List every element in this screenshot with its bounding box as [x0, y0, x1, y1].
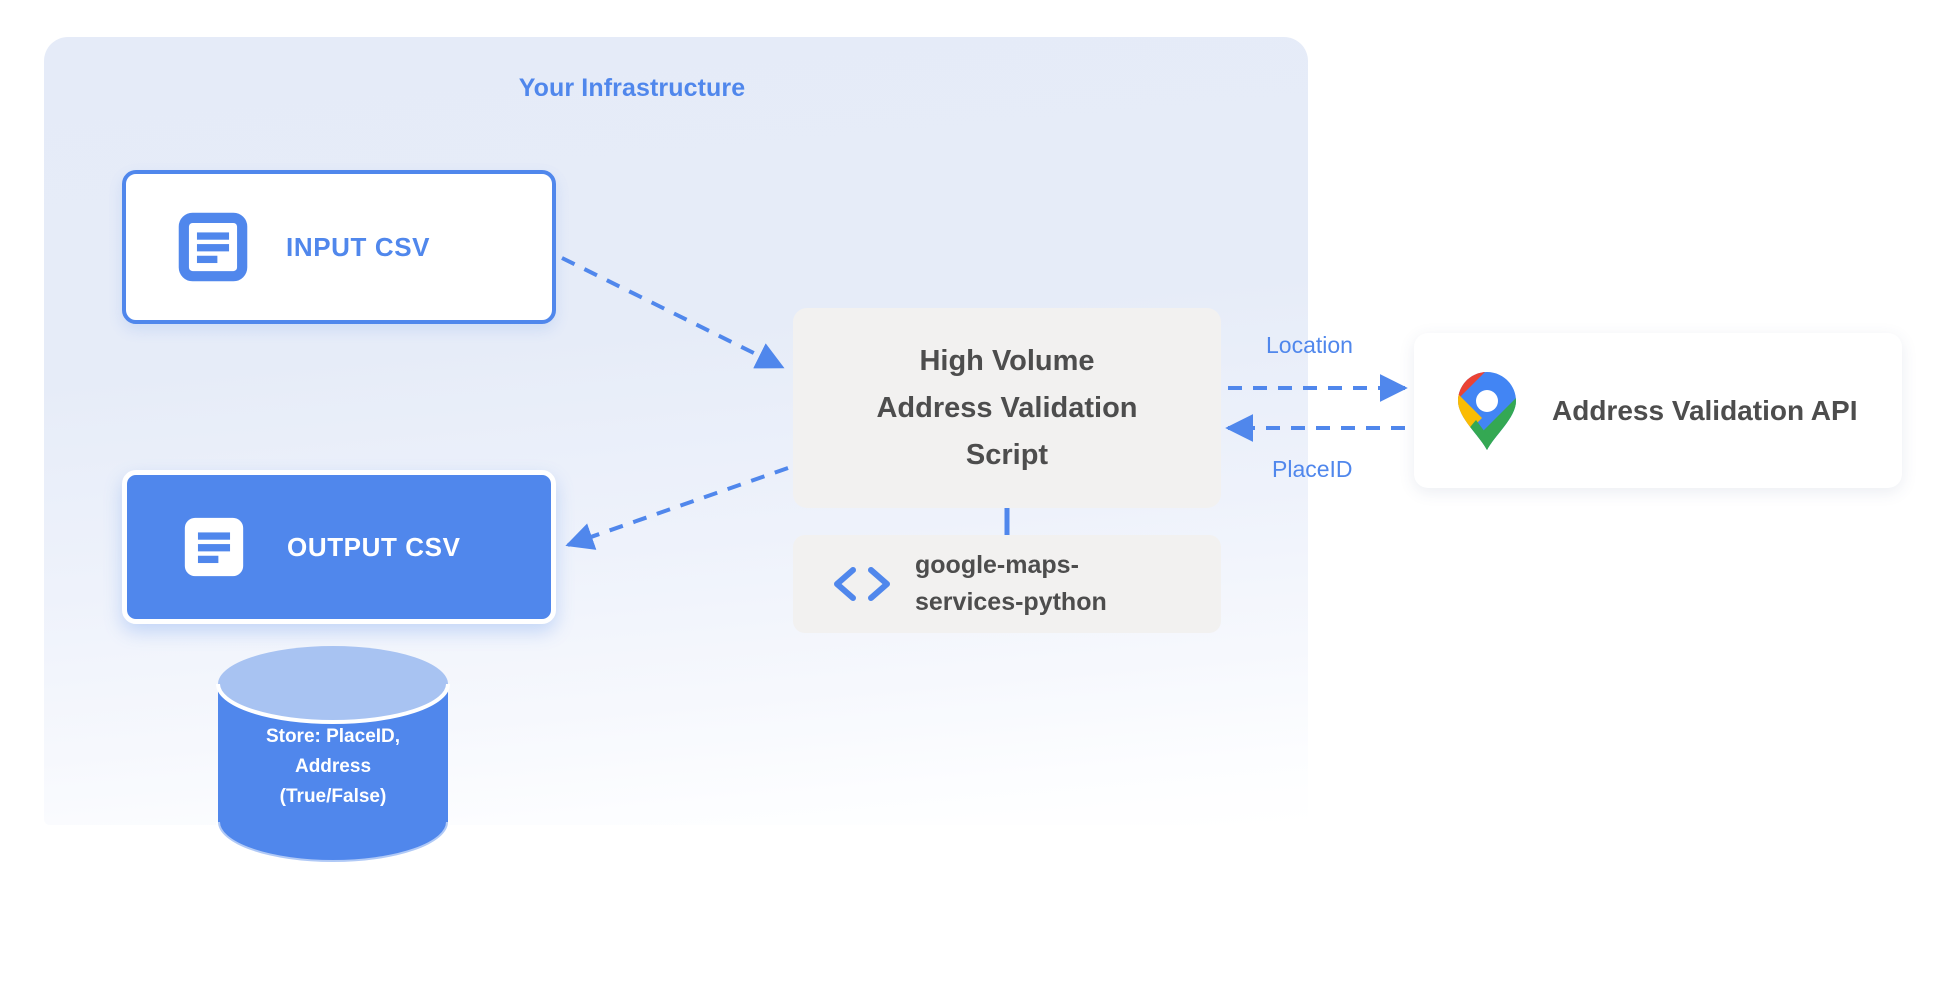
output-csv-card[interactable]: OUTPUT CSV	[122, 470, 556, 624]
script-line-2: Address Validation	[876, 391, 1138, 424]
script-line-3: Script	[965, 438, 1049, 471]
document-icon	[184, 517, 244, 577]
edge-label-location: Location	[1266, 332, 1353, 358]
infrastructure-title: Your Infrastructure	[518, 74, 746, 102]
database-text: Store: PlaceID, Address (True/False)	[212, 722, 454, 812]
document-icon	[178, 212, 248, 282]
input-csv-card[interactable]: INPUT CSV	[122, 170, 556, 324]
input-csv-label: INPUT CSV	[286, 231, 431, 262]
library-node[interactable]: google-maps- services-python	[793, 535, 1221, 633]
script-line-1: High Volume	[919, 344, 1095, 377]
library-line-2: services-python	[915, 588, 1107, 616]
database-node[interactable]: Store: PlaceID, Address (True/False)	[212, 644, 454, 862]
address-validation-api-card[interactable]: Address Validation API	[1414, 333, 1902, 488]
script-text: High Volume Address Validation Script	[876, 338, 1137, 479]
database-cylinder-icon	[216, 646, 450, 862]
database-line-1: Store: PlaceID,	[265, 726, 401, 747]
code-brackets-icon	[834, 567, 890, 601]
library-text: google-maps- services-python	[915, 547, 1107, 621]
library-line-1: google-maps-	[915, 551, 1079, 579]
database-line-3: (True/False)	[279, 786, 387, 807]
output-csv-label: OUTPUT CSV	[287, 531, 461, 562]
edge-label-placeid: PlaceID	[1272, 456, 1353, 482]
script-node[interactable]: High Volume Address Validation Script	[793, 308, 1221, 508]
database-line-2: Address	[294, 756, 372, 777]
google-maps-pin-icon	[1458, 371, 1516, 450]
address-validation-api-label: Address Validation API	[1552, 394, 1858, 426]
